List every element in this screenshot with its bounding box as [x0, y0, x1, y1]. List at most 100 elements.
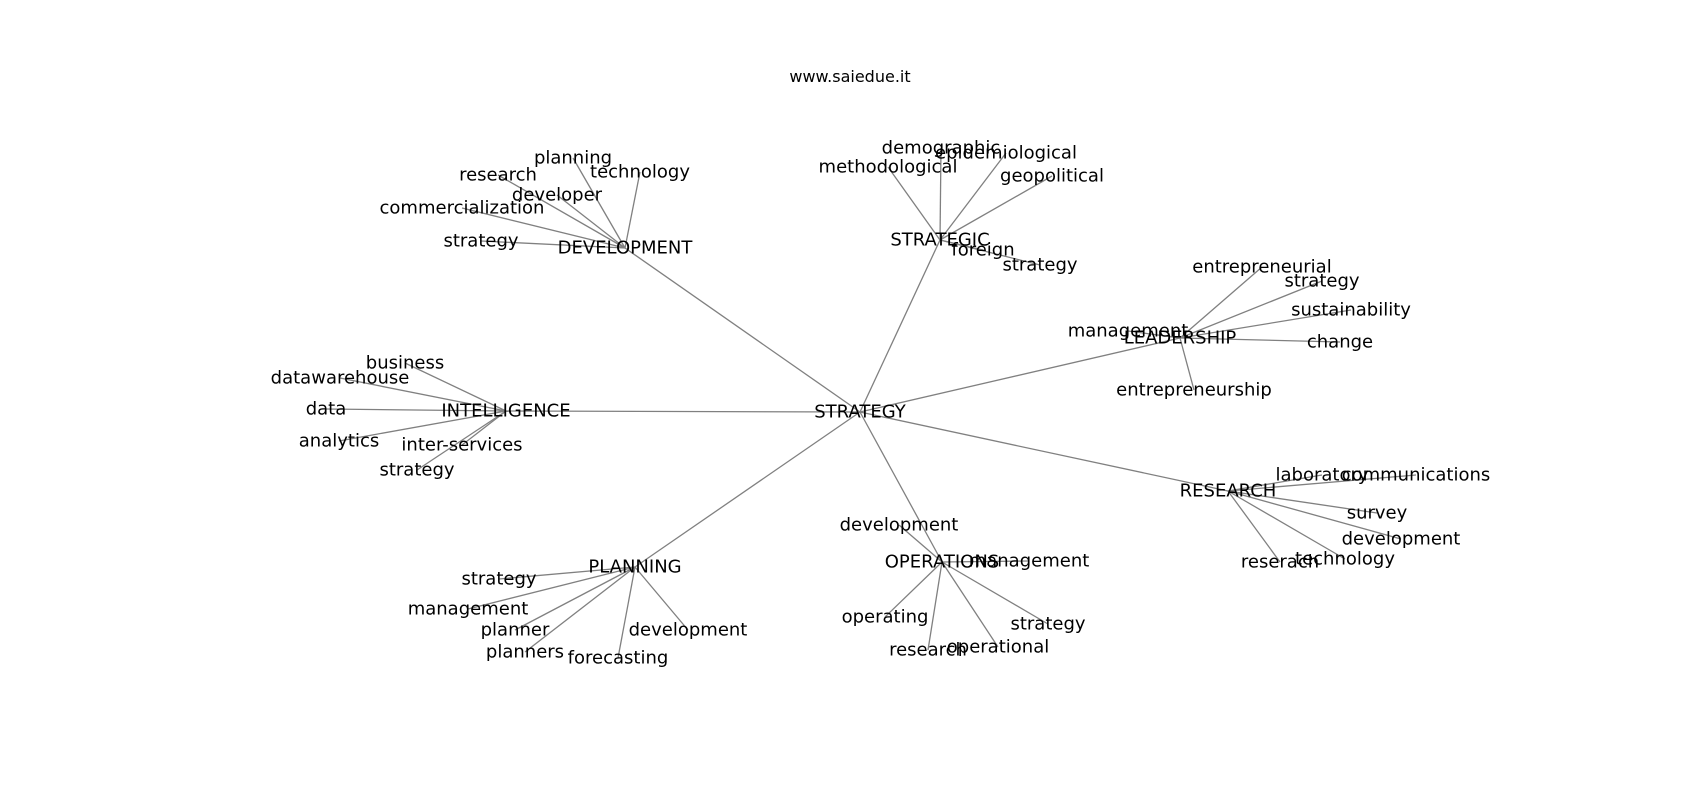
edge-planning-leaf	[498, 566, 636, 580]
edge-development-leaf	[480, 240, 626, 249]
hub-node-leadership: LEADERSHIP	[1124, 328, 1237, 349]
leaf-node-label: reserach	[1241, 552, 1319, 573]
edge-leadership-leaf	[1127, 330, 1181, 339]
edge-planning-leaf	[514, 566, 636, 631]
edge-research-leaf	[1227, 474, 1417, 492]
edge-leadership-leaf	[1179, 337, 1195, 391]
edge-operations-leaf	[884, 561, 943, 618]
leaf-node-label: commercialization	[380, 198, 545, 219]
leaf-node-label: strategy	[379, 460, 454, 481]
leaf-node-label: strategy	[1002, 255, 1077, 276]
edge-strategic-leaf	[939, 147, 942, 241]
leaf-node-label: development	[840, 515, 959, 536]
edge-development-leaf	[572, 157, 626, 249]
leaf-node-label: business	[366, 353, 444, 374]
leaf-node-label: strategy	[443, 231, 518, 252]
leaf-node-label: research	[459, 165, 537, 186]
leaf-node-label: development	[629, 620, 748, 641]
edge-planning-leaf	[634, 566, 689, 631]
site-title: www.saiedue.it	[789, 67, 910, 86]
leaf-node-label: research	[889, 640, 967, 661]
edge-operations-leaf	[941, 561, 1049, 625]
edge-root-leadership	[859, 337, 1181, 413]
edge-root-planning	[634, 411, 861, 568]
edge-research-leaf	[1227, 490, 1402, 540]
leaf-node-label: management	[969, 551, 1090, 572]
leaf-node-label: entrepreneurial	[1192, 257, 1331, 278]
leaf-node-label: survey	[1347, 503, 1408, 524]
edge-operations-leaf	[941, 560, 1030, 563]
leaf-node-label: management	[408, 599, 529, 620]
edge-leadership-leaf	[1179, 309, 1352, 339]
root-node-label: STRATEGY	[814, 402, 907, 423]
leaf-node-label: inter-services	[401, 435, 522, 456]
hub-node-research: RESEARCH	[1180, 481, 1277, 502]
edge-planning-leaf	[617, 566, 636, 659]
leaf-node-label: strategy	[1010, 614, 1085, 635]
edge-intelligence-leaf	[325, 408, 507, 412]
leaf-node-label: development	[1342, 529, 1461, 550]
leaf-node-label: demographic	[882, 138, 1001, 159]
leaf-node-label: planners	[486, 642, 564, 663]
leaf-node-label: operational	[947, 637, 1049, 658]
hub-node-planning: PLANNING	[588, 557, 681, 578]
hub-node-intelligence: INTELLIGENCE	[441, 401, 570, 422]
hub-node-development: DEVELOPMENT	[558, 238, 694, 259]
edge-research-leaf	[1227, 490, 1281, 563]
edge-strategic-leaf	[939, 239, 1041, 266]
edge-leadership-leaf	[1179, 266, 1263, 339]
edge-operations-leaf	[898, 524, 943, 563]
edge-root-research	[859, 411, 1229, 492]
hub-node-operations: OPERATIONS	[885, 552, 999, 573]
leaf-node-label: analytics	[299, 431, 379, 452]
edge-strategic-leaf	[939, 152, 1007, 241]
edge-planning-leaf	[467, 566, 636, 610]
edge-development-leaf	[461, 207, 626, 249]
edge-root-strategic	[859, 239, 941, 413]
edge-intelligence-leaf	[461, 410, 507, 446]
leaf-node-label: communications	[1342, 465, 1491, 486]
leaf-node-label: planner	[481, 620, 550, 641]
edge-research-leaf	[1227, 490, 1378, 514]
edge-planning-leaf	[524, 566, 636, 653]
leaf-node-label: technology	[590, 162, 690, 183]
leaf-node-label: planning	[534, 148, 612, 169]
edge-intelligence-leaf	[416, 410, 507, 471]
leaf-node-label: data	[306, 399, 347, 420]
edge-intelligence-leaf	[338, 410, 507, 442]
edge-operations-leaf	[927, 561, 943, 651]
leaf-node-label: operating	[842, 607, 929, 628]
edge-research-leaf	[1227, 474, 1323, 492]
edges-layer	[325, 147, 1417, 659]
edge-intelligence-leaf	[339, 377, 507, 412]
leaf-node-label: change	[1307, 332, 1373, 353]
edge-root-operations	[859, 411, 943, 563]
leaf-node-label: forecasting	[568, 648, 669, 669]
leaf-node-label: methodological	[819, 157, 958, 178]
edge-research-leaf	[1227, 490, 1346, 560]
edge-root-intelligence	[505, 410, 861, 413]
edge-development-leaf	[497, 174, 626, 249]
leaf-node-label: foreign	[951, 240, 1014, 261]
edge-leadership-leaf	[1179, 280, 1323, 339]
edge-operations-leaf	[941, 561, 999, 648]
leaf-node-label: strategy	[1284, 271, 1359, 292]
edge-development-leaf	[556, 194, 626, 249]
leaf-node-label: geopolitical	[1000, 166, 1104, 187]
leaf-node-label: developer	[512, 185, 603, 206]
edge-leadership-leaf	[1179, 337, 1341, 343]
leaf-node-label: entrepreneurship	[1116, 380, 1272, 401]
leaf-node-label: technology	[1295, 549, 1395, 570]
leaf-node-label: strategy	[461, 569, 536, 590]
leaf-node-label: sustainability	[1291, 300, 1411, 321]
edge-root-development	[624, 247, 861, 413]
edge-development-leaf	[624, 171, 641, 249]
edge-strategic-leaf	[939, 175, 1053, 241]
edge-strategic-leaf	[887, 166, 941, 241]
hub-node-strategic: STRATEGIC	[890, 230, 989, 251]
leaf-node-label: laboratory	[1275, 465, 1368, 486]
leaf-node-label: epidemiological	[935, 143, 1077, 164]
leaf-node-label: datawarehouse	[271, 368, 410, 389]
